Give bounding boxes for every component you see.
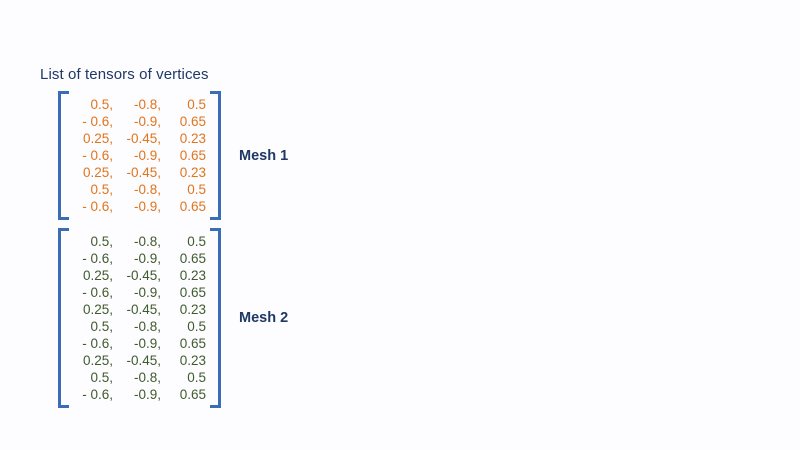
matrix-cell: 0.5,: [90, 370, 113, 385]
matrix-cell: -0.45,: [126, 131, 161, 146]
matrix-cell: -0.9,: [133, 148, 161, 163]
matrix-cell: -0.45,: [126, 353, 161, 368]
matrix-cell: - 0.6,: [82, 251, 113, 266]
matrix-row: 0.5, -0.8, 0.5: [73, 318, 206, 335]
matrix-cell: - 0.6,: [82, 114, 113, 129]
matrix-cell: 0.5,: [90, 319, 113, 334]
matrix-cell: 0.23: [179, 353, 206, 368]
matrix-cell: 0.65: [179, 387, 206, 402]
matrix-row: - 0.6, -0.9, 0.65: [73, 147, 206, 164]
matrix-cell: 0.5: [187, 182, 206, 197]
right-bracket-icon: [210, 228, 221, 408]
matrix-row: - 0.6, -0.9, 0.65: [73, 284, 206, 301]
mesh-1-label: Mesh 1: [239, 147, 289, 164]
matrix-row: - 0.6, -0.9, 0.65: [73, 113, 206, 130]
matrix-cell: -0.8,: [133, 319, 161, 334]
matrix-row: - 0.6, -0.9, 0.65: [73, 335, 206, 352]
matrix-cell: 0.25,: [82, 165, 113, 180]
matrix-row: 0.5, -0.8, 0.5: [73, 181, 206, 198]
matrix-row: 0.5, -0.8, 0.5: [73, 96, 206, 113]
matrix-cell: -0.9,: [133, 336, 161, 351]
matrix-cell: - 0.6,: [82, 336, 113, 351]
matrix-cell: 0.65: [179, 336, 206, 351]
matrix-cell: - 0.6,: [82, 199, 113, 214]
matrix-cell: 0.5: [187, 319, 206, 334]
matrix-cell: 0.23: [179, 131, 206, 146]
matrix-cell: -0.45,: [126, 165, 161, 180]
right-bracket-icon: [210, 91, 221, 220]
matrix-cell: -0.9,: [133, 199, 161, 214]
matrix-cell: 0.25,: [82, 353, 113, 368]
left-bracket-icon: [58, 228, 69, 408]
matrix-row: - 0.6, -0.9, 0.65: [73, 250, 206, 267]
matrix-cell: 0.65: [179, 251, 206, 266]
matrix-cell: 0.5,: [90, 97, 113, 112]
matrix-cell: 0.23: [179, 165, 206, 180]
page-title: List of tensors of vertices: [40, 66, 209, 83]
matrix-cell: -0.9,: [133, 285, 161, 300]
matrix-cell: 0.23: [179, 268, 206, 283]
matrix-cell: - 0.6,: [82, 285, 113, 300]
matrix-cell: -0.8,: [133, 97, 161, 112]
matrix-cell: 0.25,: [82, 131, 113, 146]
matrix-cell: 0.25,: [82, 268, 113, 283]
matrix-cell: - 0.6,: [82, 387, 113, 402]
matrix-cell: 0.65: [179, 199, 206, 214]
matrix-cell: -0.8,: [133, 370, 161, 385]
matrix-row: - 0.6, -0.9, 0.65: [73, 198, 206, 215]
mesh-2-label: Mesh 2: [239, 310, 289, 326]
matrix-cell: 0.25,: [82, 302, 113, 317]
matrix-cell: 0.23: [179, 302, 206, 317]
matrix-cell: -0.9,: [133, 387, 161, 402]
matrix-cell: 0.65: [179, 114, 206, 129]
matrix-cell: -0.9,: [133, 251, 161, 266]
matrix-cell: 0.65: [179, 285, 206, 300]
matrix-row: - 0.6, -0.9, 0.65: [73, 386, 206, 403]
matrix-row: 0.5, -0.8, 0.5: [73, 233, 206, 250]
matrix-row: 0.5, -0.8, 0.5: [73, 369, 206, 386]
matrix-cell: 0.5,: [90, 182, 113, 197]
matrix-cell: 0.5: [187, 97, 206, 112]
matrix-cell: -0.8,: [133, 182, 161, 197]
matrix-cell: 0.5: [187, 370, 206, 385]
matrix-row: 0.25, -0.45, 0.23: [73, 164, 206, 181]
matrix-cell: -0.45,: [126, 268, 161, 283]
matrix-row: 0.25, -0.45, 0.23: [73, 352, 206, 369]
matrix-cell: 0.65: [179, 148, 206, 163]
left-bracket-icon: [58, 91, 69, 220]
matrix-row: 0.25, -0.45, 0.23: [73, 130, 206, 147]
matrix-row: 0.25, -0.45, 0.23: [73, 301, 206, 318]
matrix-cell: 0.5: [187, 234, 206, 249]
matrix-cell: -0.45,: [126, 302, 161, 317]
matrix-cell: -0.9,: [133, 114, 161, 129]
matrix-cell: 0.5,: [90, 234, 113, 249]
matrix-cell: - 0.6,: [82, 148, 113, 163]
matrix-row: 0.25, -0.45, 0.23: [73, 267, 206, 284]
matrix-cell: -0.8,: [133, 234, 161, 249]
